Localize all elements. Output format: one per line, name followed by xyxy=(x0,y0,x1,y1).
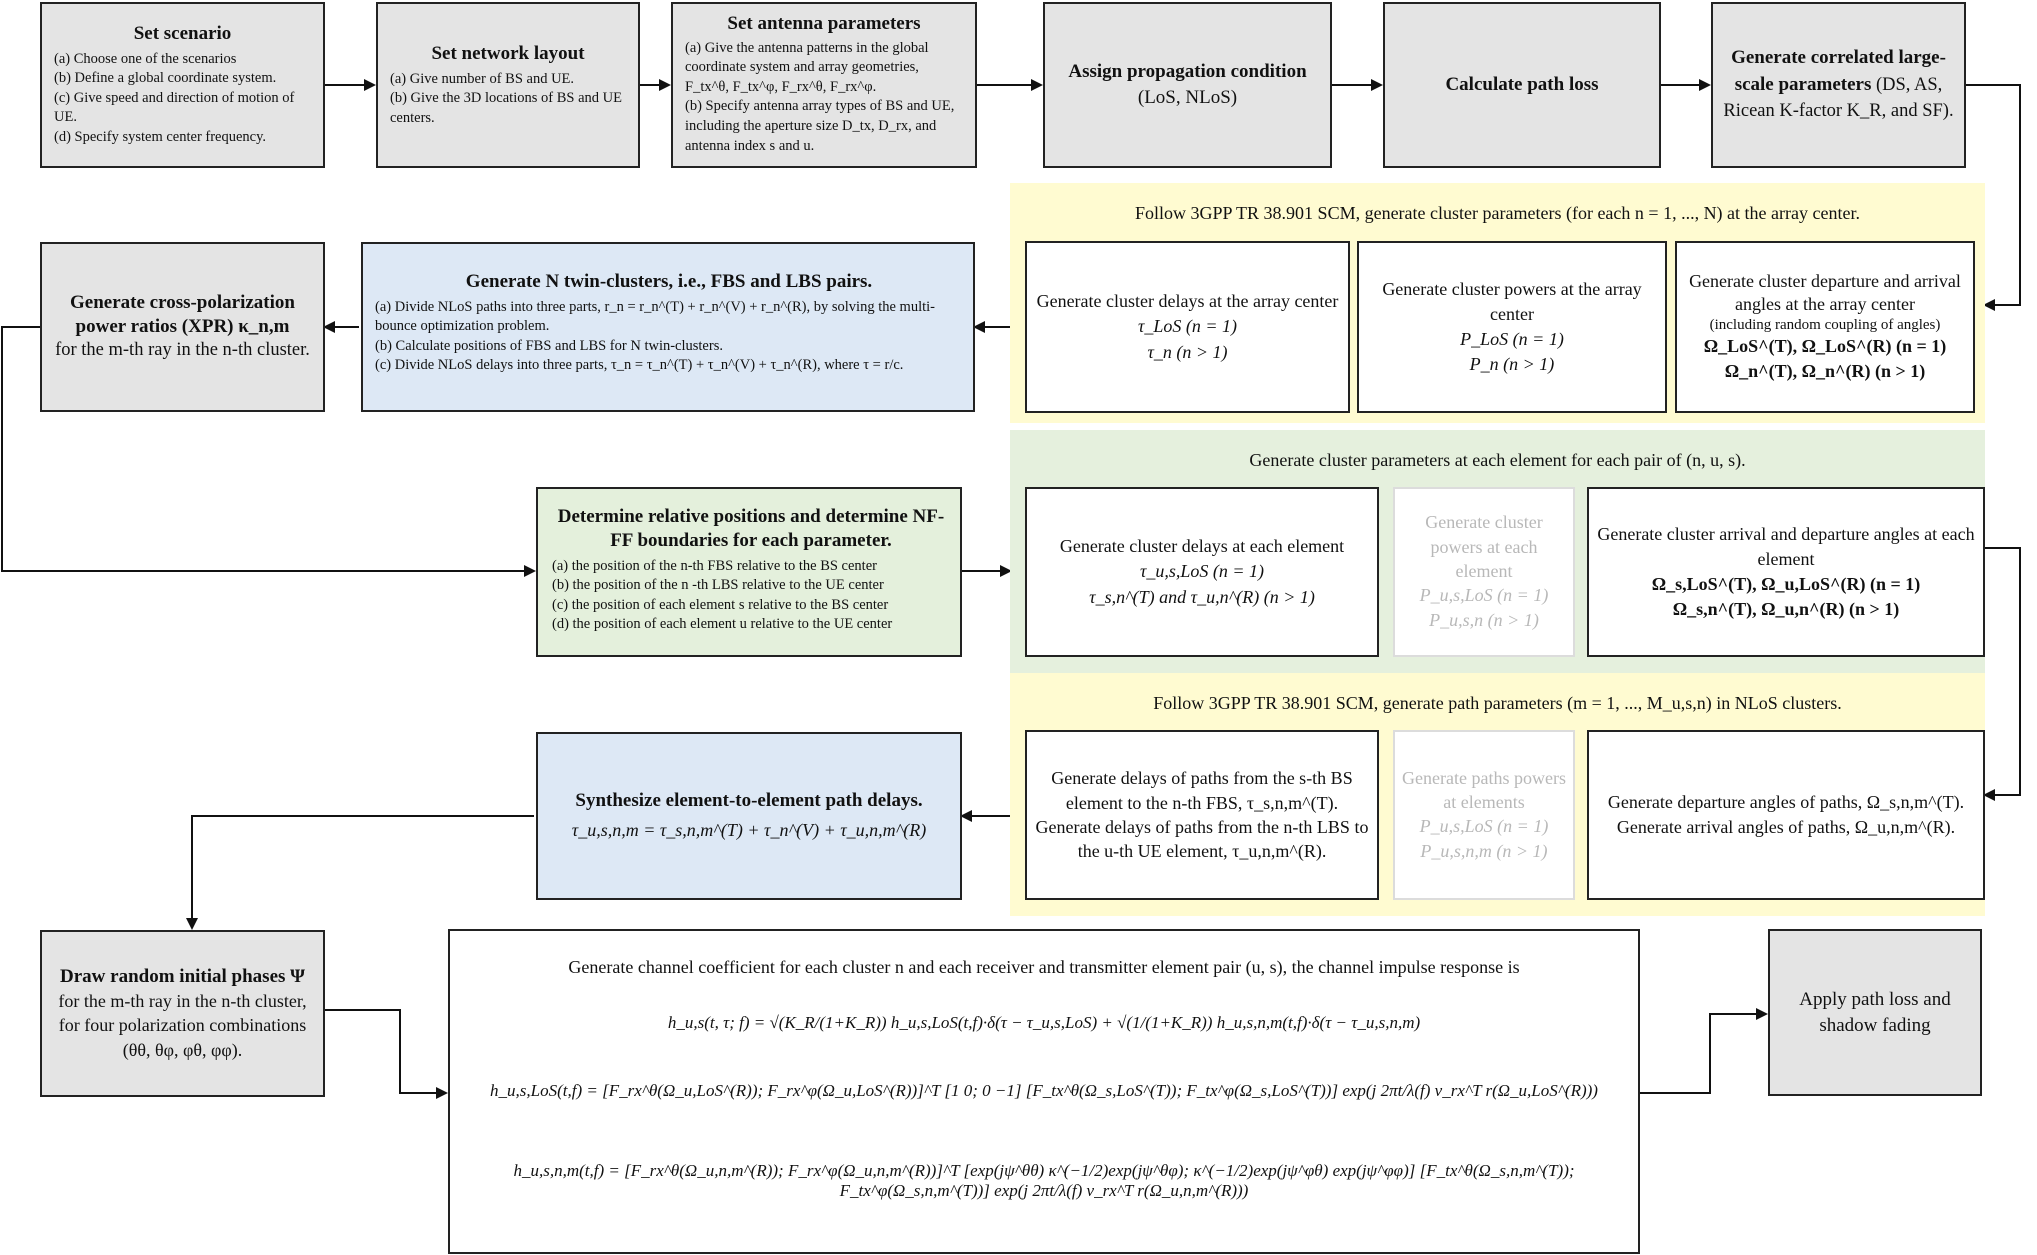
random-phases-text: for the m-th ray in the n-th cluster, fo… xyxy=(58,990,307,1060)
element-angles-f2: Ω_s,n^(T), Ω_u,n^(R) (n > 1) xyxy=(1672,599,1900,620)
generate-lsp-title: Generate correlated large-scale paramete… xyxy=(1731,47,1946,96)
assign-propagation-title: Assign propagation condition xyxy=(1068,61,1307,83)
random-phases-box: Draw random initial phases Ψ for the m-t… xyxy=(40,930,325,1097)
cluster-delays-f1: τ_LoS (n = 1) xyxy=(1137,316,1238,337)
generate-lsp-box: Generate correlated large-scale paramete… xyxy=(1711,2,1966,168)
cluster-delays-label: Generate cluster delays at the array cen… xyxy=(1036,291,1339,312)
cluster-powers-label: Generate cluster powers at the array cen… xyxy=(1382,278,1642,324)
cluster-angles-f2: Ω_n^(T), Ω_n^(R) (n > 1) xyxy=(1724,360,1926,381)
channel-coefficient-box: Generate channel coefficient for each cl… xyxy=(448,929,1640,1254)
set-antenna-item: (b) Specify antenna array types of BS an… xyxy=(685,98,955,154)
path-angles-l2: Generate arrival angles of paths, Ω_u,n,… xyxy=(1616,817,1956,837)
arrow-lsp-to-cluster-angles xyxy=(1966,84,2021,311)
path-powers-box: Generate paths powers at elements P_u,s,… xyxy=(1393,730,1575,900)
apply-pathloss-box: Apply path loss and shadow fading xyxy=(1768,929,1982,1096)
path-panel-title: Follow 3GPP TR 38.901 SCM, generate path… xyxy=(1153,693,1842,713)
synthesize-title: Synthesize element-to-element path delay… xyxy=(575,789,923,811)
set-network-box: Set network layout (a) Give number of BS… xyxy=(376,2,640,168)
cluster-angles-label: Generate cluster departure and arrival a… xyxy=(1689,270,1961,315)
channel-title: Generate channel coefficient for each cl… xyxy=(568,957,1520,977)
cluster-delays-box: Generate cluster delays at the array cen… xyxy=(1025,241,1350,413)
path-delays-l1: Generate delays of paths from the s-th B… xyxy=(1051,768,1353,813)
element-delays-f1: τ_u,s,LoS (n = 1) xyxy=(1139,561,1265,582)
arrow-phases-to-channel xyxy=(325,1009,448,1099)
cluster-powers-box: Generate cluster powers at the array cen… xyxy=(1357,241,1667,413)
cluster-powers-f2: P_n (n > 1) xyxy=(1469,354,1555,375)
assign-propagation-suffix: (LoS, NLoS) xyxy=(1137,87,1238,108)
channel-equation-3: h_u,s,n,m(t,f) = [F_rx^θ(Ω_u,n,m^(R)); F… xyxy=(513,1161,1575,1200)
set-scenario-item: (d) Specify system center frequency. xyxy=(54,129,267,145)
twin-clusters-title: Generate N twin-clusters, i.e., FBS and … xyxy=(465,271,873,292)
path-angles-l1: Generate departure angles of paths, Ω_s,… xyxy=(1607,791,1965,812)
xpr-text: for the m-th ray in the n-th cluster. xyxy=(55,340,310,361)
twin-clusters-item: (c) Divide NLoS delays into three parts,… xyxy=(375,357,904,374)
arrow-xpr-to-positions xyxy=(1,326,536,577)
set-scenario-box: Set scenario (a) Choose one of the scena… xyxy=(40,2,325,168)
synthesize-formula: τ_u,s,n,m = τ_s,n,m^(T) + τ_n^(V) + τ_u,… xyxy=(571,820,927,841)
generate-lsp-suffix: (DS, AS, Ricean K-factor K_R, and SF). xyxy=(1723,75,1954,121)
element-angles-box: Generate cluster arrival and departure a… xyxy=(1587,487,1985,657)
set-antenna-item: (a) Give the antenna patterns in the glo… xyxy=(685,39,929,95)
set-network-item: (b) Give the 3D locations of BS and UE c… xyxy=(390,90,622,126)
cluster-delays-f2: τ_n (n > 1) xyxy=(1147,341,1228,362)
path-powers-label: Generate paths powers at elements xyxy=(1402,767,1566,812)
element-parameters-panel: Generate cluster parameters at each elem… xyxy=(1010,430,1985,673)
calc-pathloss-title: Calculate path loss xyxy=(1445,74,1599,96)
element-powers-label: Generate cluster powers at each element xyxy=(1425,512,1543,581)
relative-positions-item: (a) the position of the n-th FBS relativ… xyxy=(552,557,877,574)
set-antenna-title: Set antenna parameters xyxy=(727,13,921,34)
set-antenna-box: Set antenna parameters (a) Give the ante… xyxy=(671,2,977,168)
element-angles-f1: Ω_s,LoS^(T), Ω_u,LoS^(R) (n = 1) xyxy=(1651,574,1921,594)
twin-clusters-item: (a) Divide NLoS paths into three parts, … xyxy=(375,298,935,335)
element-powers-f1: P_u,s,LoS (n = 1) xyxy=(1419,585,1549,606)
calc-pathloss-box: Calculate path loss xyxy=(1383,2,1661,168)
path-powers-f1: P_u,s,LoS (n = 1) xyxy=(1419,816,1549,837)
element-angles-label: Generate cluster arrival and departure a… xyxy=(1597,523,1975,569)
set-network-item: (a) Give number of BS and UE. xyxy=(390,70,575,87)
path-angles-box: Generate departure angles of paths, Ω_s,… xyxy=(1587,730,1985,900)
set-scenario-item: (b) Define a global coordinate system. xyxy=(54,70,277,87)
element-panel-title: Generate cluster parameters at each elem… xyxy=(1249,450,1746,470)
arrow-synthesize-to-phases xyxy=(186,815,534,930)
set-scenario-item: (c) Give speed and direction of motion o… xyxy=(54,89,295,126)
set-network-title: Set network layout xyxy=(431,42,585,64)
synthesize-box: Synthesize element-to-element path delay… xyxy=(536,732,962,900)
relative-positions-item: (c) the position of each element s relat… xyxy=(552,596,889,613)
relative-positions-title: Determine relative positions and determi… xyxy=(557,506,945,551)
xpr-title: Generate cross-polarization power ratios… xyxy=(70,291,295,337)
path-delays-box: Generate delays of paths from the s-th B… xyxy=(1025,730,1379,900)
element-delays-box: Generate cluster delays at each element … xyxy=(1025,487,1379,657)
arrow-channel-to-apply xyxy=(1640,1008,1768,1094)
arrow-element-to-path xyxy=(1983,547,2021,801)
cluster-angles-f1: Ω_LoS^(T), Ω_LoS^(R) (n = 1) xyxy=(1703,335,1947,356)
twin-clusters-item: (b) Calculate positions of FBS and LBS f… xyxy=(375,337,723,354)
element-powers-box: Generate cluster powers at each element … xyxy=(1393,487,1575,657)
cluster-parameters-panel: Follow 3GPP TR 38.901 SCM, generate clus… xyxy=(1010,183,1985,423)
set-scenario-item: (a) Choose one of the scenarios xyxy=(54,50,237,67)
apply-pathloss-title: Apply path loss and shadow fading xyxy=(1799,988,1951,1036)
channel-equation-1: h_u,s(t, τ; f) = √(K_R/(1+K_R)) h_u,s,Lo… xyxy=(667,1013,1421,1032)
assign-propagation-box: Assign propagation condition (LoS, NLoS) xyxy=(1043,2,1332,168)
element-delays-label: Generate cluster delays at each element xyxy=(1059,536,1345,557)
set-scenario-title: Set scenario xyxy=(133,23,232,44)
cluster-powers-f1: P_LoS (n = 1) xyxy=(1460,329,1564,349)
path-delays-l2: Generate delays of paths from the n-th L… xyxy=(1035,817,1369,862)
cluster-angles-box: Generate cluster departure and arrival a… xyxy=(1675,241,1975,413)
random-phases-title: Draw random initial phases Ψ xyxy=(60,966,305,988)
cluster-angles-note: (including random coupling of angles) xyxy=(1709,316,1941,333)
xpr-box: Generate cross-polarization power ratios… xyxy=(40,242,325,412)
element-delays-f2: τ_s,n^(T) and τ_u,n^(R) (n > 1) xyxy=(1089,586,1315,607)
relative-positions-box: Determine relative positions and determi… xyxy=(536,487,962,657)
path-powers-f2: P_u,s,n,m (n > 1) xyxy=(1420,841,1548,862)
relative-positions-item: (d) the position of each element u relat… xyxy=(552,616,893,633)
cluster-panel-title: Follow 3GPP TR 38.901 SCM, generate clus… xyxy=(1135,203,1860,223)
element-powers-f2: P_u,s,n (n > 1) xyxy=(1429,610,1539,631)
twin-clusters-box: Generate N twin-clusters, i.e., FBS and … xyxy=(361,242,975,412)
channel-equation-2: h_u,s,LoS(t,f) = [F_rx^θ(Ω_u,LoS^(R)); F… xyxy=(490,1081,1598,1100)
relative-positions-item: (b) the position of the n -th LBS relati… xyxy=(552,577,884,594)
path-parameters-panel: Follow 3GPP TR 38.901 SCM, generate path… xyxy=(1010,673,1985,916)
